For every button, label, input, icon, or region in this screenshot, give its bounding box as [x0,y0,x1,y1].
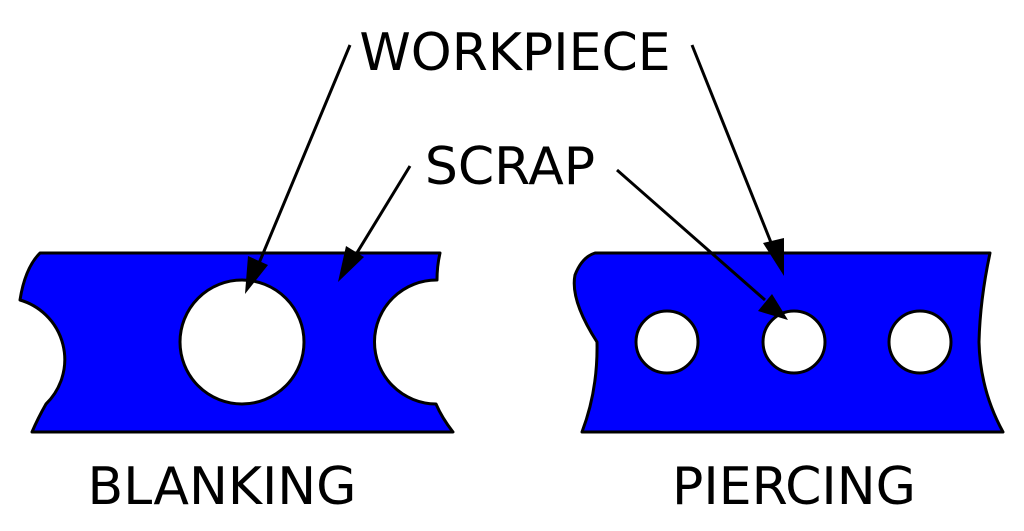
label-piercing: PIERCING [672,457,916,517]
piercing-hole-3 [887,309,953,375]
blanking-hole [178,278,306,406]
leader-workpiece-blanking [245,44,352,294]
label-workpiece: WORKPIECE [359,23,670,83]
leader-workpiece-piercing [690,44,784,276]
piercing-hole-2 [761,309,827,375]
piercing-hole-1 [634,309,700,375]
leader-scrap-piercing [616,168,788,320]
label-scrap: SCRAP [425,137,595,197]
piercing-strip [572,251,1005,434]
label-blanking: BLANKING [88,457,357,517]
blanking-strip [18,251,455,434]
leader-scrap-blanking [338,165,412,282]
